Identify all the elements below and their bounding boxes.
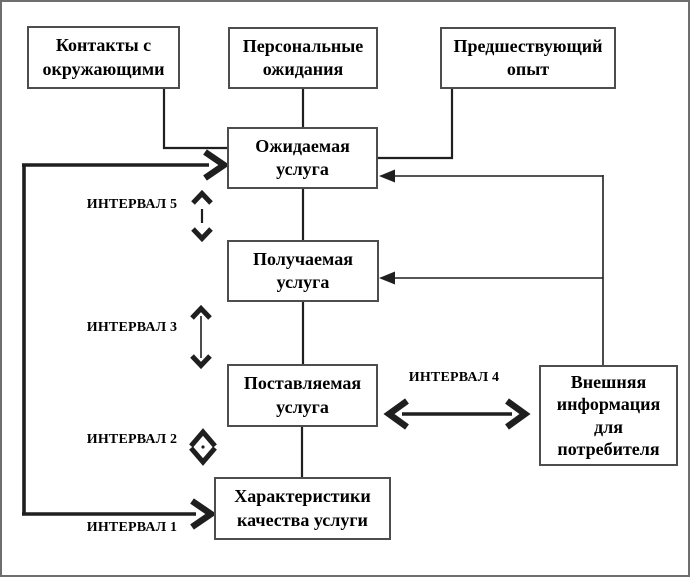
- label-gap1: ИНТЕРВАЛ 1: [86, 520, 178, 535]
- label-gap5: ИНТЕРВАЛ 5: [86, 197, 178, 212]
- box-received-service-label: Получаемая услуга: [253, 248, 353, 292]
- box-previous-experience: Предшествующий опыт: [440, 27, 616, 89]
- box-quality-characteristics-label: Характеристики качества услуги: [234, 486, 371, 530]
- gap4-arrowhead-right: [505, 398, 531, 430]
- box-quality-characteristics: Характеристики качества услуги: [214, 477, 391, 540]
- gap2-arrowhead-up: [189, 428, 217, 448]
- box-contacts: Контакты с окружающими: [27, 26, 180, 89]
- gap2-arrowhead-down: [189, 446, 217, 466]
- gap3-arrowhead-up: [190, 304, 212, 320]
- arrowhead-bracket-to-expected: [203, 149, 230, 181]
- gap5-arrowhead-up: [191, 189, 213, 205]
- gap3-arrowhead-down: [190, 354, 212, 370]
- box-received-service: Получаемая услуга: [227, 240, 379, 302]
- arrowhead-external-to-received: [379, 271, 395, 285]
- box-contacts-label: Контакты с окружающими: [42, 35, 165, 79]
- box-external-information-label: Внешняя информация для потребителя: [556, 371, 661, 460]
- box-personal-expectations-label: Персональные ожидания: [242, 35, 364, 79]
- gap5-arrowhead-down: [191, 227, 213, 243]
- box-previous-experience-label: Предшествующий опыт: [453, 35, 603, 79]
- box-expected-service: Ожидаемая услуга: [227, 127, 378, 189]
- box-personal-expectations: Персональные ожидания: [228, 27, 378, 89]
- arrowhead-external-to-expected: [379, 169, 395, 183]
- box-external-information: Внешняя информация для потребителя: [539, 365, 678, 466]
- box-delivered-service-label: Поставляемая услуга: [243, 373, 362, 417]
- box-expected-service-label: Ожидаемая услуга: [255, 135, 350, 179]
- box-delivered-service: Поставляемая услуга: [227, 364, 378, 427]
- label-gap2: ИНТЕРВАЛ 2: [86, 432, 178, 447]
- label-gap4: ИНТЕРВАЛ 4: [408, 370, 500, 385]
- connector-experience-to-expected: [378, 88, 454, 160]
- connector-contacts-to-expected: [162, 88, 228, 150]
- gap4-arrowhead-left: [383, 398, 409, 430]
- arrowhead-bracket-to-characteristics: [190, 498, 217, 530]
- gap2-center-dot: [201, 445, 205, 449]
- label-gap3: ИНТЕРВАЛ 3: [86, 320, 178, 335]
